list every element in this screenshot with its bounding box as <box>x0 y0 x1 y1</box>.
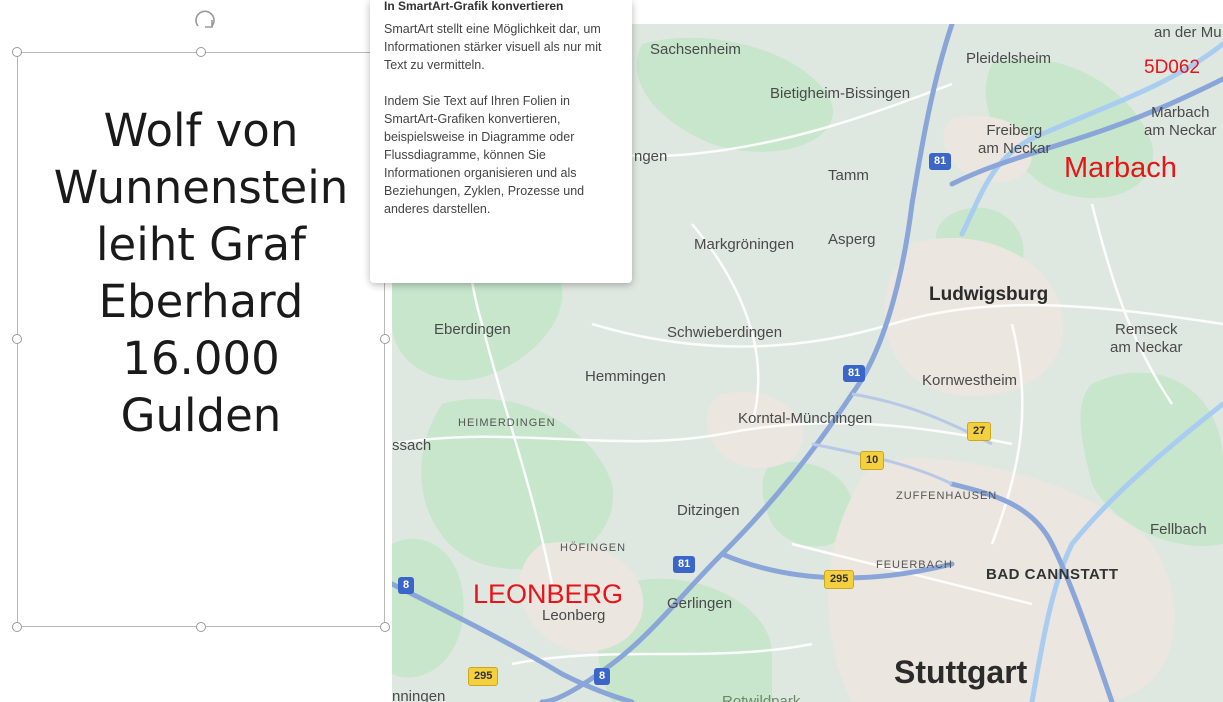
annotation-code: 5D062 <box>1144 57 1200 78</box>
map-view[interactable]: an der Mu Sachsenheim Pleidelsheim 5D062… <box>392 24 1223 702</box>
resize-handle-top-middle[interactable] <box>196 47 206 57</box>
resize-handle-bottom-right[interactable] <box>380 622 390 632</box>
resize-handle-bottom-left[interactable] <box>12 622 22 632</box>
smartart-tooltip: In SmartArt-Grafik konvertieren SmartArt… <box>370 0 632 283</box>
tooltip-paragraph-1: SmartArt stellt eine Möglichkeit dar, um… <box>384 22 602 72</box>
map-label-marbach-am-neckar: Marbach am Neckar <box>1144 104 1217 140</box>
map-label-ngen: ngen <box>634 148 668 165</box>
map-label-freiberg-text: Freiberg am Neckar <box>978 122 1051 157</box>
resize-handle-top-left[interactable] <box>12 47 22 57</box>
shield-a8: 8 <box>594 668 611 685</box>
slide-text-line: Gulden <box>120 389 282 442</box>
map-label-stuttgart: Stuttgart <box>894 654 1028 690</box>
map-label-marbach-text: Marbach am Neckar <box>1144 104 1217 139</box>
map-label-zuffenhausen: ZUFFENHAUSEN <box>896 490 998 502</box>
map-label-freiberg-am-neckar: Freiberg am Neckar <box>978 122 1051 158</box>
slide-text-line: Wolf von <box>103 104 299 157</box>
slide-text-box[interactable]: Wolf von Wunnenstein leiht Graf Eberhard… <box>12 10 390 632</box>
map-label-remseck-am-neckar: Remseck am Neckar <box>1110 321 1183 357</box>
shield-a81: 81 <box>929 153 952 170</box>
shield-b27: 27 <box>967 422 992 441</box>
tooltip-title: In SmartArt-Grafik konvertieren <box>384 1 564 10</box>
map-label-ludwigsburg: Ludwigsburg <box>929 284 1049 305</box>
map-label-korntal-muenchingen: Korntal-Münchingen <box>738 410 873 427</box>
map-label-hoefingen: HÖFINGEN <box>560 542 627 554</box>
map-label-fellbach: Fellbach <box>1150 521 1207 538</box>
annotation-leonberg: LEONBERG <box>473 579 624 609</box>
annotation-marbach: Marbach <box>1064 152 1177 184</box>
resize-handle-middle-left[interactable] <box>12 334 22 344</box>
map-label-bad-cannstatt: BAD CANNSTATT <box>986 566 1119 583</box>
map-label-heimerdingen: HEIMERDINGEN <box>458 417 556 429</box>
map-label-ditzingen: Ditzingen <box>677 502 740 519</box>
resize-handle-bottom-middle[interactable] <box>196 622 206 632</box>
map-label-pleidelsheim: Pleidelsheim <box>966 50 1052 67</box>
map-label-schwieberdingen: Schwieberdingen <box>667 324 783 341</box>
map-label-asperg: Asperg <box>828 231 876 248</box>
slide-text-line: 16.000 <box>122 332 280 385</box>
map-label-gerlingen: Gerlingen <box>667 595 733 612</box>
rotate-icon[interactable] <box>190 6 220 36</box>
map-label-ningen: nningen <box>392 688 446 702</box>
map-label-ssach: ssach <box>392 437 432 454</box>
tooltip-paragraph-2: Indem Sie Text auf Ihren Folien in Smart… <box>384 94 585 216</box>
map-label-feuerbach: FEUERBACH <box>876 559 953 571</box>
map-label-tamm: Tamm <box>828 167 869 184</box>
shield-b295: 295 <box>824 570 855 589</box>
map-label-hemmingen: Hemmingen <box>585 368 666 385</box>
map-label-rotwildpark: Rotwildpark <box>722 693 801 702</box>
map-label-remseck-text: Remseck am Neckar <box>1110 321 1183 356</box>
shield-a81: 81 <box>843 365 866 382</box>
map-label-bietigheim-bissingen: Bietigheim-Bissingen <box>770 85 911 102</box>
slide-text-line: Wunnenstein <box>53 161 349 214</box>
slide-text-line: Eberhard <box>98 275 304 328</box>
map-label-eberdingen: Eberdingen <box>434 321 511 338</box>
shield-b10: 10 <box>860 451 885 470</box>
shield-b295: 295 <box>468 667 499 686</box>
map-label-an-der-mu: an der Mu <box>1154 24 1222 41</box>
map-label-kornwestheim: Kornwestheim <box>922 372 1018 389</box>
slide-text-line: leiht Graf <box>96 218 306 271</box>
shield-a8: 8 <box>398 577 415 594</box>
map-label-sachsenheim: Sachsenheim <box>650 41 741 58</box>
map-label-leonberg: Leonberg <box>542 607 606 624</box>
resize-handle-middle-right[interactable] <box>380 334 390 344</box>
slide-text[interactable]: Wolf von Wunnenstein leiht Graf Eberhard… <box>17 102 385 444</box>
map-label-markgroeningen: Markgröningen <box>694 236 795 253</box>
shield-a81: 81 <box>673 556 696 573</box>
